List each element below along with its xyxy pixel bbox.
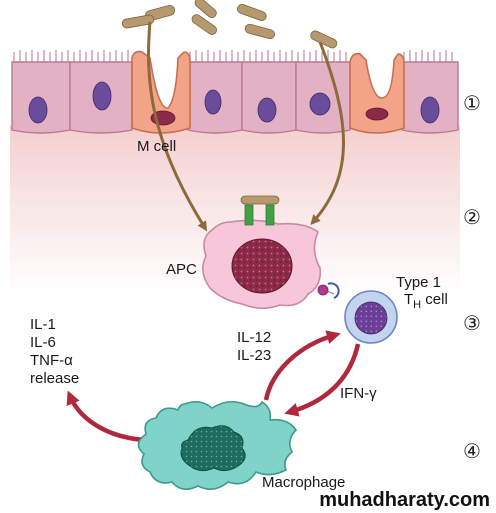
- macrophage-cell: [137, 400, 298, 490]
- th1-nucleus: [354, 301, 388, 335]
- step-marker-4: ④: [463, 439, 481, 463]
- th1-type-label: Type 1: [396, 274, 441, 291]
- bacteria-group: [121, 0, 338, 49]
- bacterium: [194, 0, 217, 18]
- nucleus: [420, 96, 440, 124]
- step-marker-1: ①: [463, 91, 481, 115]
- nucleus: [28, 96, 48, 124]
- release-label: release: [30, 370, 79, 387]
- il1-label: IL-1: [30, 316, 56, 333]
- uptake-arrow-left: [147, 21, 208, 232]
- tnf-alpha-label: TNF-α: [30, 352, 73, 369]
- watermark-text: muhadharaty.com: [319, 489, 490, 511]
- m-cell-nucleus: [365, 107, 389, 121]
- bacterium: [237, 3, 267, 21]
- macrophage-nucleus: [180, 425, 246, 472]
- uptake-arrow-right: [310, 41, 345, 225]
- bacterium: [121, 14, 155, 29]
- macrophage-label: Macrophage: [262, 474, 345, 491]
- th1-cell-label: TH cell: [404, 291, 448, 311]
- m-cell-label: M cell: [137, 138, 176, 155]
- epithelium-layer: [11, 50, 459, 134]
- nucleus: [309, 92, 331, 116]
- bacterium: [244, 23, 275, 40]
- epithelial-cell: [241, 61, 297, 134]
- mhc-receptor: [265, 204, 275, 226]
- cytokine-release-arrow: [66, 390, 153, 443]
- bacterium: [191, 14, 217, 35]
- apc-label: APC: [166, 261, 197, 278]
- th1-cell: [344, 290, 398, 344]
- il12-il23-arrow: [263, 330, 341, 401]
- receptor-cup: [327, 282, 340, 299]
- costimulatory-ligand: [317, 284, 329, 296]
- mhc-receptor: [244, 204, 254, 226]
- microvilli: [13, 50, 453, 62]
- step-marker-2: ②: [463, 205, 481, 229]
- ifn-gamma-arrow: [284, 343, 361, 417]
- il23-label: IL-23: [237, 347, 271, 364]
- m-cell: [131, 50, 191, 134]
- ifn-gamma-label: IFN-γ: [340, 385, 377, 402]
- bacterial-antigen: [240, 195, 280, 205]
- m-cell: [349, 52, 405, 134]
- step-marker-3: ③: [463, 311, 481, 335]
- il12-label: IL-12: [237, 329, 271, 346]
- il6-label: IL-6: [30, 334, 56, 351]
- nucleus: [257, 97, 277, 123]
- nucleus: [92, 81, 112, 111]
- apc-cell: [202, 195, 340, 310]
- apc-nucleus: [231, 238, 293, 294]
- nucleus: [204, 89, 222, 115]
- bacterium: [310, 30, 338, 49]
